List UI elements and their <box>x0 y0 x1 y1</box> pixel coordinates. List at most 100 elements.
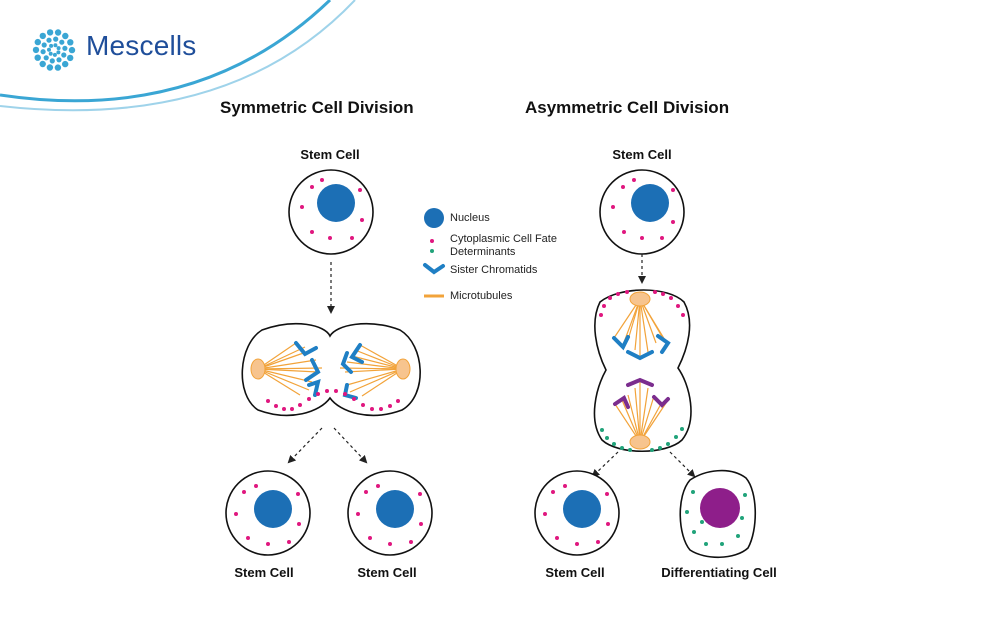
fate-determinant-dots <box>543 484 610 546</box>
microtubule-fiber <box>257 346 306 370</box>
microtubule-fiber <box>339 367 404 370</box>
microtubule-fibers <box>257 342 404 397</box>
fate-determinant-dots <box>266 389 400 411</box>
nucleus-icon <box>631 184 669 222</box>
logo-dot <box>46 64 54 71</box>
fate-determinant-dots <box>234 484 301 546</box>
logo-dot <box>62 45 68 51</box>
logo-dot <box>54 29 62 36</box>
centrosome-bottom <box>629 434 651 450</box>
microtubule-fiber <box>359 344 404 370</box>
microtubule-fiber <box>351 355 404 370</box>
asym-daughter-right-label: Differentiating Cell <box>661 565 777 580</box>
asym-dividing-cell <box>593 289 692 453</box>
legend-green-dot <box>430 249 434 253</box>
microtubule-fiber <box>354 349 404 370</box>
header-arc <box>0 0 332 103</box>
legend-chromatid-icon <box>423 263 445 275</box>
microtubule-fiber <box>639 399 669 443</box>
microtubule-fiber <box>257 359 317 370</box>
logo-dot <box>49 43 54 48</box>
logo-dot <box>34 38 41 46</box>
logo-dot <box>62 32 69 40</box>
logo-dot <box>34 54 41 61</box>
sym-daughter-right-label: Stem Cell <box>357 565 417 580</box>
logo-dot <box>53 43 58 48</box>
logo-dot <box>56 46 61 51</box>
sister-chromatids-blue <box>612 334 671 361</box>
microtubule-fiber <box>349 368 404 393</box>
header-arc-light <box>0 0 356 112</box>
logo-dot <box>39 32 46 40</box>
sym-daughter-right <box>347 470 433 556</box>
legend-nucleus-label: Nucleus <box>450 212 490 224</box>
logo-dot <box>46 37 52 43</box>
microtubule-fiber <box>257 368 301 396</box>
sym-stem-cell <box>288 169 374 255</box>
fate-determinant-dots-green <box>685 490 747 546</box>
microtubule-fiber <box>346 361 404 370</box>
legend-nucleus-icon <box>424 208 444 228</box>
microtubule-fiber <box>639 298 649 353</box>
legend-fate-label-2: Determinants <box>450 246 516 258</box>
symmetric-title: Symmetric Cell Division <box>220 98 414 117</box>
nucleus-icon <box>254 490 292 528</box>
centrosome-top <box>629 291 651 307</box>
microtubule-fiber <box>257 368 313 383</box>
sister-chromatids-purple <box>613 377 670 409</box>
logo-dot <box>48 51 53 56</box>
nucleus-icon <box>317 184 355 222</box>
logo-dot <box>53 36 59 42</box>
microtubule-fiber <box>361 368 404 397</box>
logo-dot <box>67 54 74 62</box>
logo-dot <box>67 39 74 46</box>
legend-fate-label-1: Cytoplasmic Cell Fate <box>450 233 557 245</box>
microtubule-fiber <box>257 368 319 373</box>
asym-daughter-left-label: Stem Cell <box>545 565 605 580</box>
brand-name[interactable]: Mescells <box>86 30 197 61</box>
logo-dot <box>46 29 54 36</box>
logo-dot <box>39 60 46 68</box>
asym-stem-cell <box>599 169 685 255</box>
microtubule-fiber <box>257 367 323 370</box>
asym-arrow-right <box>669 451 696 478</box>
sym-arrow-right <box>333 427 368 464</box>
logo-dot <box>41 42 47 48</box>
nucleus-icon <box>376 490 414 528</box>
logo-dot <box>52 52 57 57</box>
sym-arrow-left <box>287 427 323 464</box>
logo-dot <box>54 64 62 71</box>
sym-dividing-cell <box>241 322 421 417</box>
asymmetric-title: Asymmetric Cell Division <box>525 98 730 117</box>
legend-chromatids-label: Sister Chromatids <box>450 264 538 276</box>
legend-microtubules-label: Microtubules <box>450 290 513 302</box>
microtubule-fiber <box>634 387 641 443</box>
logo-dot <box>32 46 40 54</box>
microtubule-fiber <box>627 394 641 443</box>
asym-daughter-differentiating <box>679 469 757 559</box>
fate-determinant-dots <box>599 290 685 317</box>
logo-dot <box>56 57 62 63</box>
legend-magenta-dot <box>430 239 434 243</box>
microtubule-fiber <box>639 395 655 443</box>
sister-chromatids <box>294 341 364 400</box>
sym-top-label: Stem Cell <box>300 147 360 162</box>
microtubule-fiber <box>634 298 641 351</box>
logo-dot <box>68 46 76 54</box>
logo-dot <box>47 47 51 52</box>
logo-dot <box>61 52 67 58</box>
sym-daughter-left-label: Stem Cell <box>234 565 294 580</box>
centrosome-left <box>250 358 266 380</box>
logo-dot <box>59 39 65 45</box>
logo-dot <box>49 58 55 64</box>
asym-top-label: Stem Cell <box>612 147 672 162</box>
nucleus-icon <box>563 490 601 528</box>
logo-dot <box>61 60 69 68</box>
microtubule-fiber <box>257 368 310 391</box>
purple-nucleus-icon <box>700 488 740 528</box>
microtubule-fiber <box>344 368 404 373</box>
asym-daughter-stem <box>534 470 620 556</box>
fate-determinant-dots <box>611 178 675 240</box>
logo-dot <box>40 49 46 55</box>
